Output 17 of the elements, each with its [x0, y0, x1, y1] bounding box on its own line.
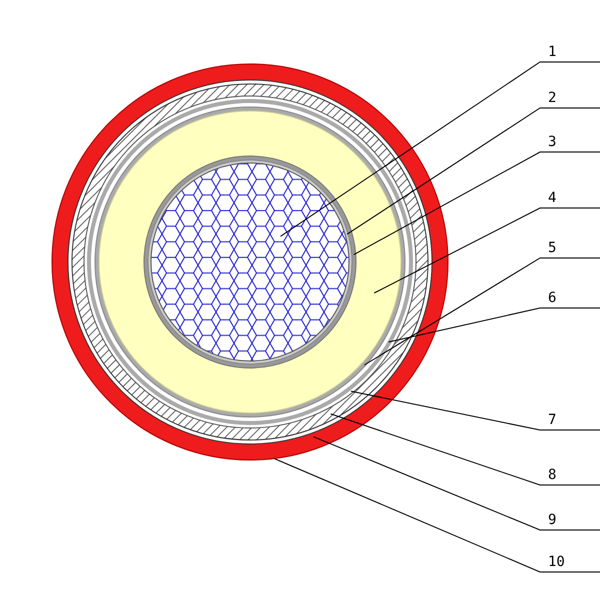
callout-number: 10	[548, 554, 565, 570]
callout-number: 1	[548, 44, 556, 60]
leader-line	[330, 413, 600, 486]
callout-number: 9	[548, 512, 556, 528]
leader-line	[274, 458, 600, 572]
callout-number: 3	[548, 134, 556, 150]
leader-line	[353, 152, 600, 256]
callout-number: 5	[548, 240, 556, 256]
leader-line	[388, 308, 600, 342]
leader-line	[346, 108, 600, 235]
callout-number: 6	[548, 290, 556, 306]
callout-number: 7	[548, 412, 556, 428]
callout-number: 2	[548, 90, 556, 106]
leader-line	[313, 436, 600, 530]
leader-line	[280, 62, 600, 237]
callout-number: 4	[548, 190, 556, 206]
callout-number: 8	[548, 467, 556, 483]
